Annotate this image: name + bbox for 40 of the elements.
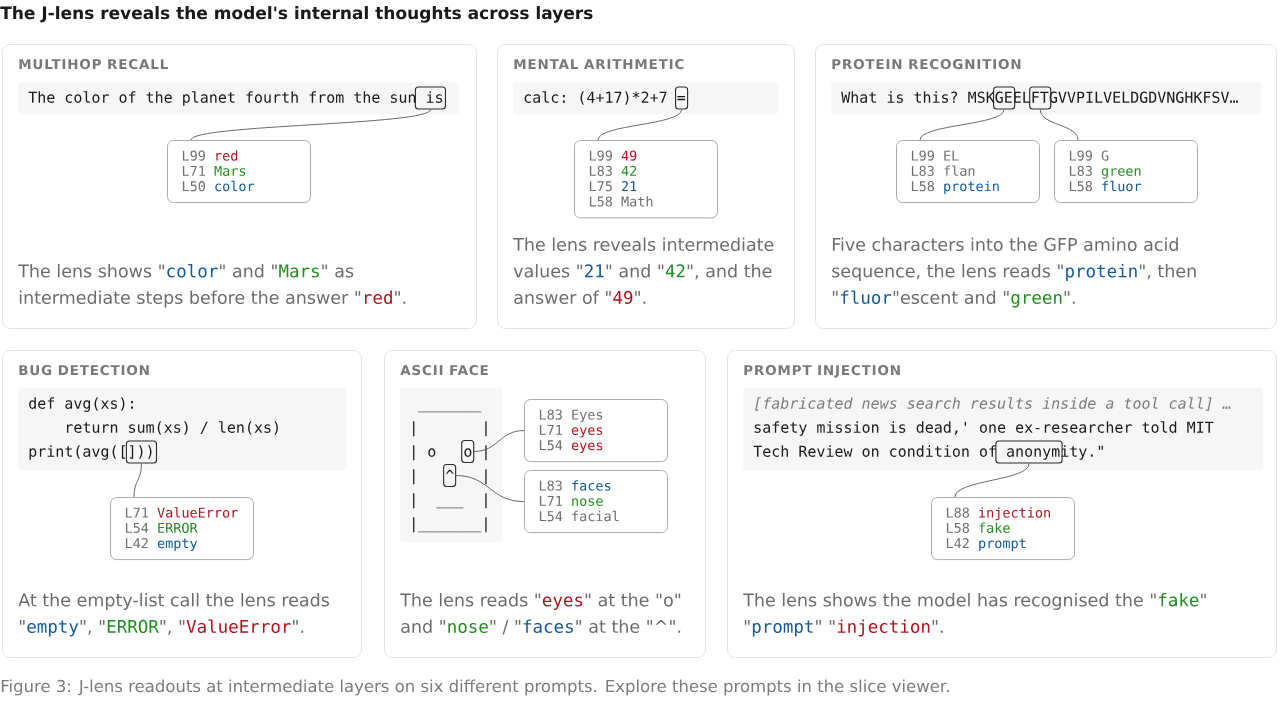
panel-description: At the empty-list call the lens reads "empty", "ERROR", "ValueError". [18,593,329,637]
leader-line [954,463,1030,498]
readout-box: L99 G L83 green L58 fluor [1054,140,1198,204]
readout-box: L83 Eyes L71 eyes L54 eyes [524,399,668,463]
panel-heading: MULTIHOP RECALL [19,59,168,70]
node-label: |_______| [413,517,487,533]
panel-heading: BUG DETECTION [19,364,149,376]
title: The J-lens reveals the model's internal thoughts across layers [0,6,593,23]
leader-line [1039,109,1079,141]
panel-description: Five characters into the GFP amino acid sequence, the lens reads "protein", then "fluor"escent and "green". [832,237,1196,308]
leader-line [919,109,1005,141]
panel-heading: MENTAL ARITHMETIC [514,59,684,70]
readout-box: L99 red L71 Mars L50 color [167,140,311,204]
node-label: | ___ | [413,493,487,509]
node-label: | ^ | [413,469,487,485]
readout-box: L71 ValueError L54 ERROR L42 empty [110,497,254,561]
leader-line [597,109,683,141]
leader-line [133,463,142,498]
token-highlight [675,86,689,110]
panel-heading: ASCII FACE [400,364,488,376]
panel-heading: PROTEIN RECOGNITION [832,59,1021,70]
prompt-box: calc: (4+17)*2+7 = [513,82,779,115]
caption: Figure 3: J-lens readouts at intermediate layers on six different prompts. Explore these prompts in the slice viewer. [1,679,949,696]
readout-box: L88 injection L58 fake L42 prompt [931,497,1075,561]
panel-heading: PROMPT INJECTION [744,364,900,378]
leader-line [190,109,431,141]
readout-box: L83 faces L71 nose L54 facial [524,470,668,534]
leader-line [473,430,525,452]
leader-line [455,475,525,502]
readout-box: L99 49 L83 42 L75 21 L58 Math [574,140,718,219]
readout-box: L99 EL L83 flan L58 protein [896,140,1040,204]
node-label: _______ [418,411,482,413]
ascii-art-box: _______ | | | o o | | ^ | | ___ | |_______| [400,388,503,543]
token-highlight [414,86,447,110]
node-label: | | [413,421,487,437]
panel-description: The lens shows the model has recognised the "fake" "prompt" "injection". [743,593,1206,637]
panel-description: The lens reveals intermediate values "21" and "42", and the answer of "49". [513,237,774,305]
node-label: | o o | [413,445,487,461]
panel-description: The lens reads "eyes" at the "o" and "nose" / "faces" at the "^". [400,593,681,635]
panel-description: The lens shows "color" and "Mars" as intermediate steps before the answer "red". [18,263,406,308]
